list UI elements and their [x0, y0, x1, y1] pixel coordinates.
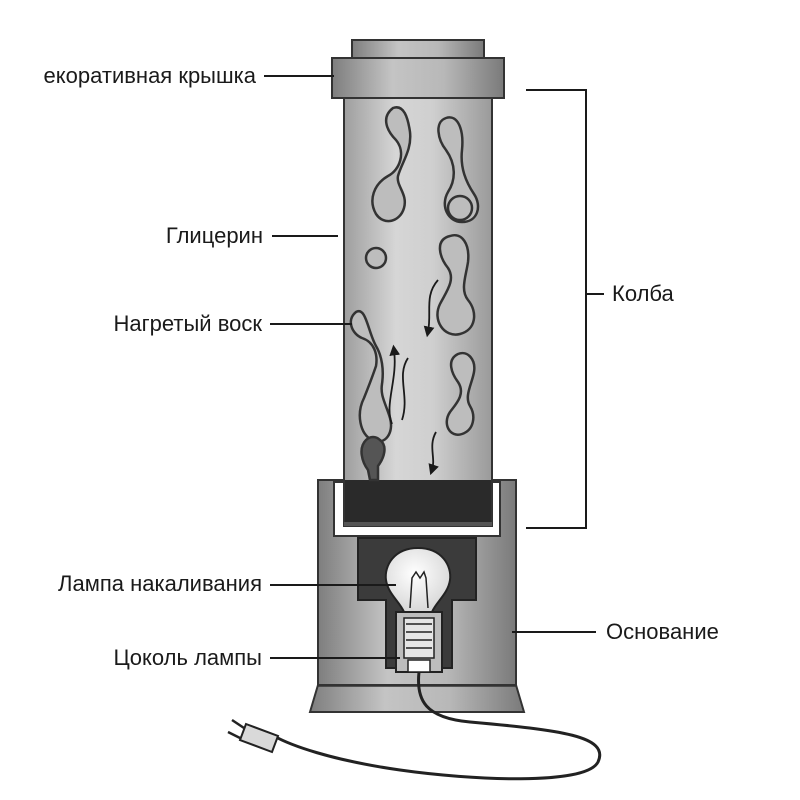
- wax-blobs: [349, 106, 480, 482]
- cord-line: [273, 671, 602, 781]
- base-foot: [308, 684, 526, 713]
- leader-lines: [264, 75, 604, 659]
- label-lamp-socket: Цоколь лампы: [113, 645, 262, 670]
- label-decorative-lid: екоративная крышка: [43, 63, 256, 88]
- wax-blob: [371, 106, 412, 223]
- flask-bracket: [526, 89, 587, 529]
- flask-bottom-edge: [344, 522, 492, 526]
- arrow-down-icon: [428, 431, 439, 476]
- wax-blob: [364, 246, 388, 270]
- plug-icon: [227, 718, 280, 754]
- arrow-down-icon: [401, 357, 409, 421]
- bulb-filament: [409, 570, 429, 609]
- lamp-socket: [395, 611, 443, 673]
- lid-band: [331, 57, 505, 99]
- label-base: Основание: [606, 619, 719, 644]
- arrow-down-icon: [423, 279, 439, 338]
- convection-arrows: [388, 279, 439, 476]
- wax-blob: [436, 233, 476, 336]
- arrow-up-icon: [388, 344, 401, 425]
- wax-blob: [446, 194, 474, 222]
- label-flask: Колба: [612, 281, 674, 306]
- power-cord: [227, 671, 602, 781]
- label-incandescent-lamp: Лампа накаливания: [58, 571, 262, 596]
- wax-blob: [437, 116, 480, 224]
- wax-pool: [345, 480, 491, 522]
- label-heated-wax: Нагретый воск: [113, 311, 262, 336]
- decorative-lid: [331, 39, 505, 99]
- socket-cap: [407, 659, 431, 673]
- socket-thread: [406, 623, 432, 649]
- label-glycerin: Глицерин: [165, 223, 263, 248]
- wax-blob: [360, 435, 386, 482]
- wax-blob: [445, 351, 476, 436]
